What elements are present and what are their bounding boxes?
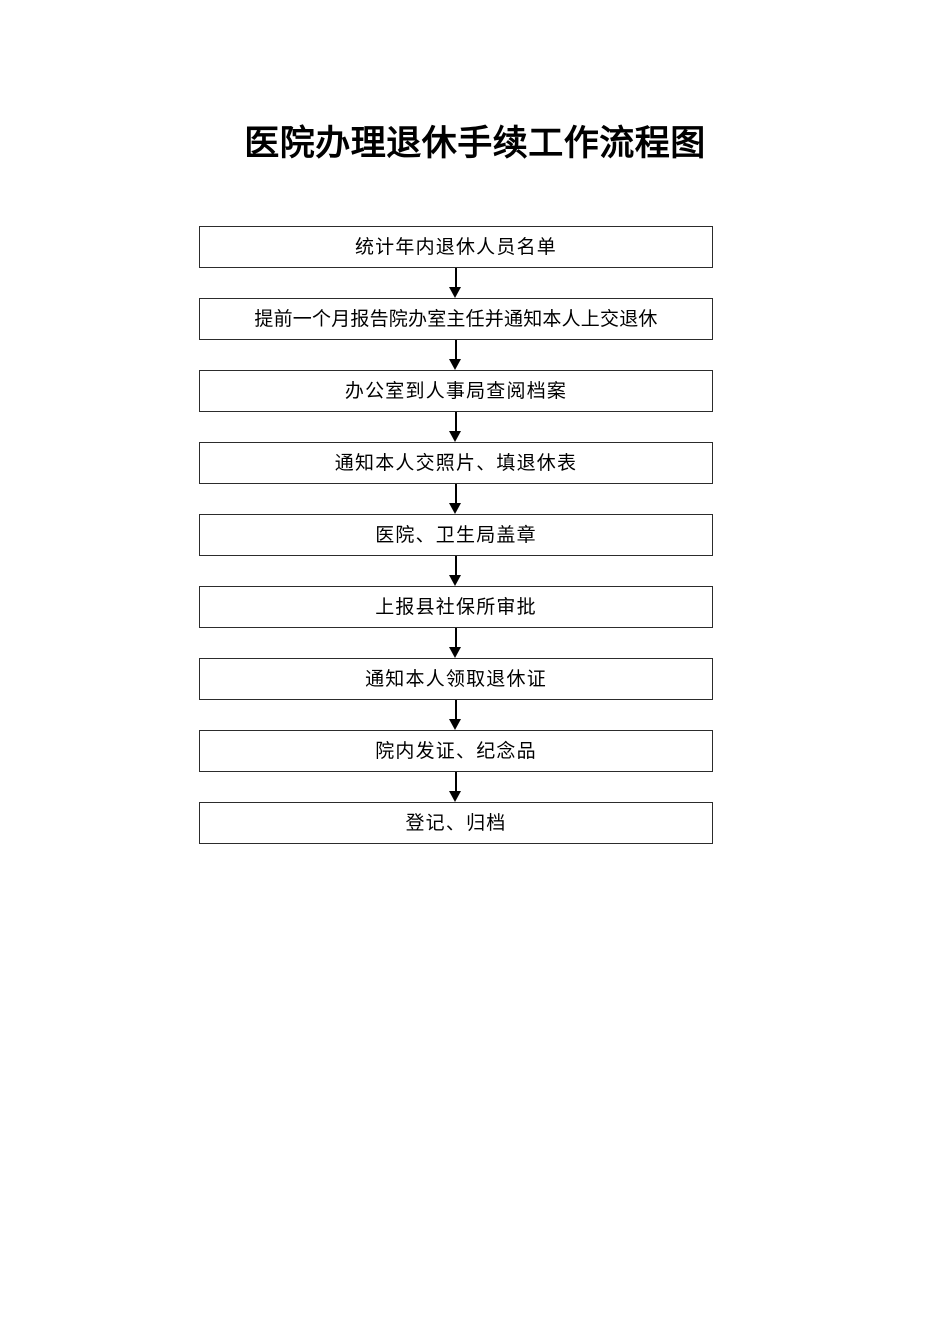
arrow-connector-8-to-9 [199, 772, 713, 802]
flow-box-2-label: 提前一个月报告院办室主任并通知本人上交退休 [254, 307, 658, 330]
arrow-shaft [455, 628, 457, 650]
flow-box-5[interactable]: 医院、卫生局盖章 [199, 514, 713, 556]
arrow-connector-2-to-3 [199, 340, 713, 370]
flow-box-9[interactable]: 登记、归档 [199, 802, 713, 844]
flow-box-3-label: 办公室到人事局查阅档案 [344, 379, 568, 402]
flow-box-1[interactable]: 统计年内退休人员名单 [199, 226, 713, 268]
flowchart: 统计年内退休人员名单 提前一个月报告院办室主任并通知本人上交退休 办公室到人事局… [199, 226, 713, 844]
flow-box-1-label: 统计年内退休人员名单 [354, 235, 557, 258]
flow-step-7: 通知本人领取退休证 [199, 658, 713, 700]
flow-step-9: 登记、归档 [199, 802, 713, 844]
down-arrow-icon [449, 431, 461, 442]
down-arrow-icon [449, 791, 461, 802]
flow-step-2: 提前一个月报告院办室主任并通知本人上交退休 [199, 298, 713, 340]
arrow-shaft [455, 772, 457, 794]
flow-step-6: 上报县社保所审批 [199, 586, 713, 628]
flow-box-4-label: 通知本人交照片、填退休表 [334, 451, 578, 474]
arrow-shaft [455, 268, 457, 290]
arrow-connector-6-to-7 [199, 628, 713, 658]
flow-step-1: 统计年内退休人员名单 [199, 226, 713, 268]
down-arrow-icon [449, 719, 461, 730]
arrow-shaft [455, 700, 457, 722]
arrow-shaft [455, 484, 457, 506]
page-title: 医院办理退休手续工作流程图 [244, 124, 706, 164]
flow-box-6-label: 上报县社保所审批 [375, 595, 537, 618]
flow-step-4: 通知本人交照片、填退休表 [199, 442, 713, 484]
flow-box-6[interactable]: 上报县社保所审批 [199, 586, 713, 628]
flow-box-7-label: 通知本人领取退休证 [365, 667, 547, 690]
flow-step-8: 院内发证、纪念品 [199, 730, 713, 772]
arrow-shaft [455, 340, 457, 362]
flow-box-2[interactable]: 提前一个月报告院办室主任并通知本人上交退休 [199, 298, 713, 340]
down-arrow-icon [449, 359, 461, 370]
down-arrow-icon [449, 575, 461, 586]
arrow-shaft [455, 412, 457, 434]
flow-box-5-label: 医院、卫生局盖章 [375, 523, 537, 546]
arrow-connector-7-to-8 [199, 700, 713, 730]
arrow-shaft [455, 556, 457, 578]
flow-step-3: 办公室到人事局查阅档案 [199, 370, 713, 412]
flow-box-9-label: 登记、归档 [405, 811, 507, 834]
down-arrow-icon [449, 503, 461, 514]
flow-box-8-label: 院内发证、纪念品 [375, 739, 537, 762]
flow-box-7[interactable]: 通知本人领取退休证 [199, 658, 713, 700]
flow-box-4[interactable]: 通知本人交照片、填退休表 [199, 442, 713, 484]
flow-step-5: 医院、卫生局盖章 [199, 514, 713, 556]
arrow-connector-4-to-5 [199, 484, 713, 514]
down-arrow-icon [449, 287, 461, 298]
arrow-connector-5-to-6 [199, 556, 713, 586]
flow-box-3[interactable]: 办公室到人事局查阅档案 [199, 370, 713, 412]
down-arrow-icon [449, 647, 461, 658]
arrow-connector-1-to-2 [199, 268, 713, 298]
arrow-connector-3-to-4 [199, 412, 713, 442]
flow-box-8[interactable]: 院内发证、纪念品 [199, 730, 713, 772]
